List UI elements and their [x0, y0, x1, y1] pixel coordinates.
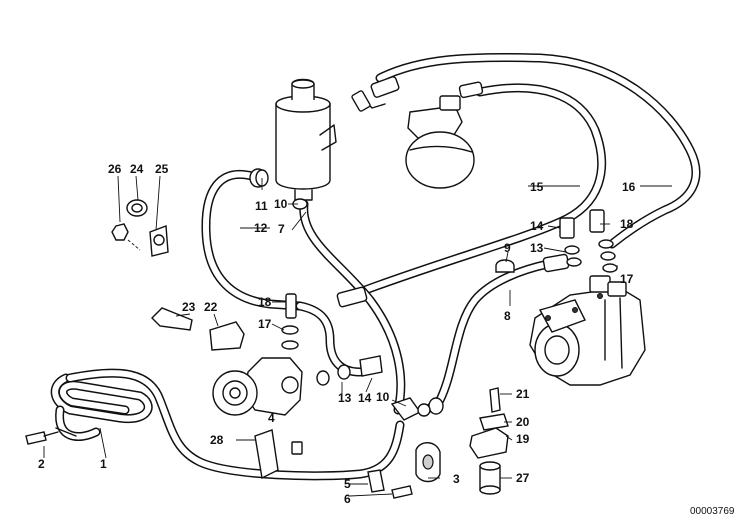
clamp-10-lower: [390, 397, 431, 421]
clamp-hardware-24-25-26: [111, 199, 169, 257]
callout-28: 28: [210, 433, 224, 447]
callout-10-lower: 10: [376, 390, 390, 404]
callout-3: 3: [453, 472, 460, 486]
callout-6: 6: [344, 492, 351, 506]
leader-lines: [43, 175, 672, 497]
callout-11: 11: [255, 199, 268, 213]
callout-27: 27: [516, 471, 530, 485]
callout-24: 24: [130, 162, 144, 176]
callout-1: 1: [100, 457, 107, 471]
hose-connector-top: [351, 76, 484, 112]
bracket-22-23: [151, 307, 245, 351]
rubber-sleeve-27: [479, 461, 501, 495]
hose-16: [375, 52, 701, 249]
clip-parts-19-20-21: [469, 387, 509, 459]
callout-18-left: 18: [258, 295, 272, 309]
callout-12: 12: [254, 221, 268, 235]
callout-13-left: 13: [338, 391, 352, 405]
reference-number: 00003769: [690, 506, 735, 517]
callout-14-right: 14: [530, 219, 544, 233]
callout-19: 19: [516, 432, 530, 446]
callout-14-left: 14: [358, 391, 372, 405]
fittings-right: [559, 209, 618, 273]
callout-17-left: 17: [258, 317, 272, 331]
oil-reservoir: [275, 78, 337, 201]
callout-16: 16: [622, 180, 636, 194]
callout-22: 22: [204, 300, 218, 314]
callout-9: 9: [504, 241, 511, 255]
callout-7: 7: [278, 222, 285, 236]
callout-10-upper: 10: [274, 197, 288, 211]
cooling-coil: [50, 368, 405, 481]
callout-26: 26: [108, 162, 122, 176]
grommet-3: [415, 442, 441, 483]
callout-18-right: 18: [620, 217, 634, 231]
steering-pump: [212, 293, 383, 416]
hose-8: [425, 253, 570, 415]
callout-15: 15: [530, 180, 544, 194]
hose-12: [201, 168, 305, 311]
bolt-2: [25, 431, 59, 445]
callout-8: 8: [504, 309, 511, 323]
callout-20: 20: [516, 415, 530, 429]
callout-2: 2: [38, 457, 45, 471]
callout-4: 4: [268, 411, 275, 425]
clip-5-screw-6: [367, 469, 413, 499]
pressure-accumulator: [405, 95, 475, 189]
callout-25: 25: [155, 162, 169, 176]
callout-17-right: 17: [620, 272, 634, 286]
bracket-28: [254, 429, 303, 480]
hose-7: [299, 199, 406, 415]
steering-gear-box: [529, 275, 646, 386]
callout-23: 23: [182, 300, 196, 314]
callout-5: 5: [344, 477, 351, 491]
callout-21: 21: [516, 387, 530, 401]
pressure-line-connector: [295, 286, 368, 377]
callout-labels: 1 2 3 4 5 6 7 8 9 10 10 11 12 13 13 14 1…: [38, 162, 636, 506]
callout-13-right: 13: [530, 241, 544, 255]
hose-15: [355, 83, 606, 297]
hose-clamp-9: [495, 259, 515, 273]
